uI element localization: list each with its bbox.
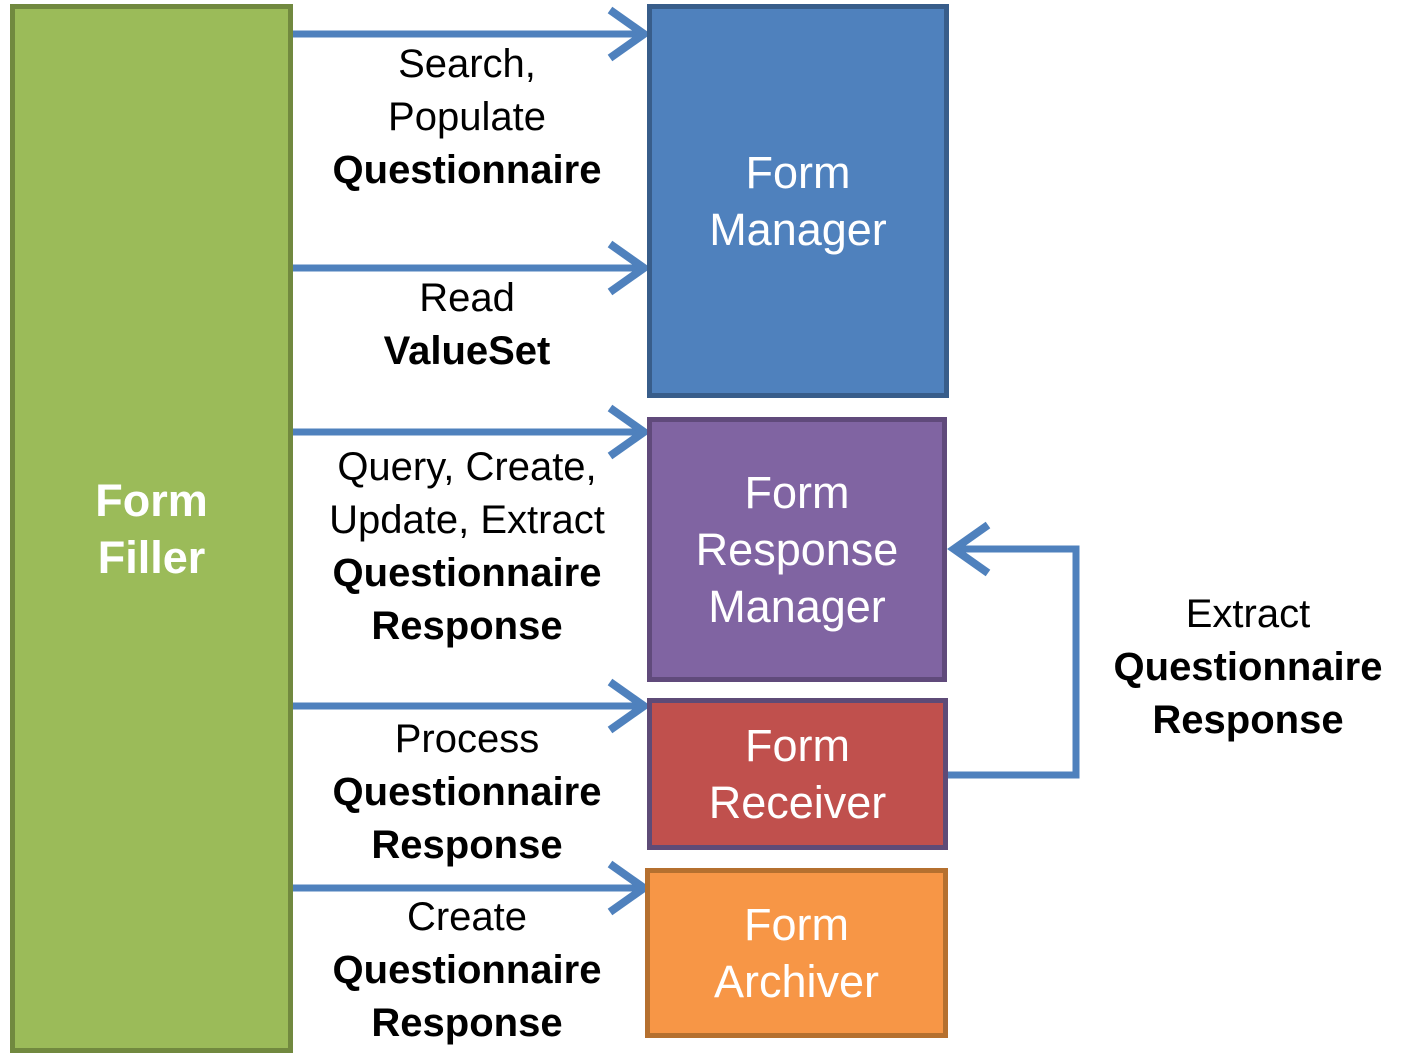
transaction-label-line: Response [371, 1001, 563, 1045]
transaction-label-line: Response [371, 604, 563, 648]
arrow-search-populate-questionnaire [293, 6, 651, 62]
transaction-label-line: Create [406, 895, 528, 939]
actor-label-line: Form [745, 720, 850, 771]
transaction-label-line: Process [394, 717, 540, 761]
transaction-label-line: Update, Extract [329, 498, 605, 542]
transaction-label-line: Response [371, 823, 563, 867]
transaction-label-line: Questionnaire [332, 148, 602, 192]
transaction-label-line: Questionnaire [332, 770, 602, 814]
transaction-label-line: Questionnaire [332, 551, 602, 595]
arrow-read-valueset [293, 240, 651, 296]
actor-label-line: Form [745, 147, 851, 198]
actor-label-line: Receiver [708, 777, 887, 828]
transaction-label-line: Read [419, 276, 515, 320]
transaction-label-line: Questionnaire [1113, 645, 1383, 689]
actor-label-line: Filler [97, 531, 206, 583]
actor-label-line: Manager [709, 204, 887, 255]
arrow-process-questionnaire-response [293, 678, 651, 734]
transaction-label-line: Response [1152, 698, 1344, 742]
actor-label-line: Form [744, 467, 850, 518]
arrow-extract-questionnaire-response [947, 521, 1080, 779]
transaction-label-line: Populate [388, 95, 546, 139]
actor-label-line: Form [95, 474, 208, 526]
transaction-label-line: ValueSet [383, 329, 551, 373]
transaction-label-line: Extract [1185, 592, 1311, 636]
arrow-query-create-update-extract-questionnaire-response [293, 404, 651, 460]
actor-label-line: Manager [708, 581, 886, 632]
actor-label-line: Form [744, 899, 849, 950]
transaction-label-line: Questionnaire [332, 948, 602, 992]
actor-label-line: Response [695, 524, 899, 575]
arrow-create-questionnaire-response [293, 860, 651, 916]
actor-label-line: Archiver [713, 956, 880, 1007]
transaction-label-line: Search, [398, 42, 536, 86]
transaction-label-line: Query, Create, [337, 445, 597, 489]
